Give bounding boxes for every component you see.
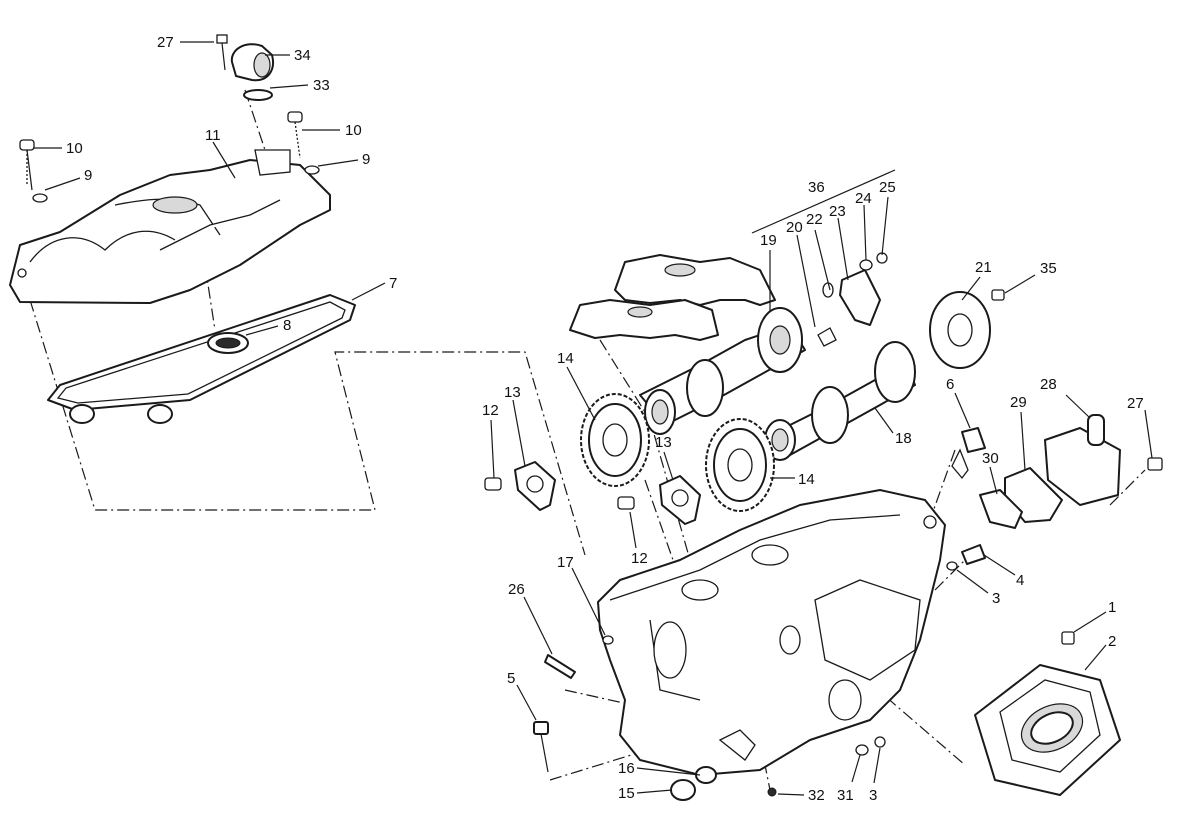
gear-retainers	[484, 461, 701, 525]
cylinder-head	[597, 489, 946, 776]
callout-14: 14	[557, 350, 574, 367]
variator-hub	[817, 252, 1005, 369]
callout-7: 7	[389, 275, 397, 292]
callout-16: 16	[618, 760, 635, 777]
callout-15: 15	[618, 785, 635, 802]
intake-flange	[974, 631, 1121, 796]
callout-26: 26	[508, 581, 525, 598]
callout-13: 13	[504, 384, 521, 401]
callout-28: 28	[1040, 376, 1057, 393]
valve-cover	[9, 149, 331, 304]
timing-gears	[580, 393, 775, 512]
camshaft-caps	[569, 254, 776, 341]
callout-6: 6	[946, 376, 954, 393]
callout-9: 9	[362, 151, 370, 168]
coolant-outlet	[979, 414, 1163, 529]
callout-34: 34	[294, 47, 311, 64]
callout-13: 13	[655, 434, 672, 451]
callout-17: 17	[557, 554, 574, 571]
leader-lines	[33, 41, 1153, 796]
callout-25: 25	[879, 179, 896, 196]
callout-36: 36	[808, 179, 825, 196]
callout-35: 35	[1040, 260, 1057, 277]
callout-21: 21	[975, 259, 992, 276]
callout-31: 31	[837, 787, 854, 804]
callout-14: 14	[798, 471, 815, 488]
cover-screws	[19, 111, 320, 203]
callout-27: 27	[1127, 395, 1144, 412]
callout-10: 10	[345, 122, 362, 139]
callout-12: 12	[631, 550, 648, 567]
spark-plug-seal	[207, 332, 249, 354]
callout-33: 33	[313, 77, 330, 94]
callout-1: 1	[1108, 599, 1116, 616]
camshafts	[639, 307, 916, 461]
callout-2: 2	[1108, 633, 1116, 650]
callout-24: 24	[855, 190, 872, 207]
valve-cover-gasket	[47, 294, 356, 424]
callout-27: 27	[157, 34, 174, 51]
callout-12: 12	[482, 402, 499, 419]
callout-20: 20	[786, 219, 803, 236]
callout-10: 10	[66, 140, 83, 157]
callout-5: 5	[507, 670, 515, 687]
callout-32: 32	[808, 787, 825, 804]
callout-11: 11	[205, 127, 221, 144]
breather-fitting	[216, 34, 274, 101]
callout-3: 3	[869, 787, 877, 804]
callout-8: 8	[283, 317, 291, 334]
callout-4: 4	[1016, 572, 1024, 589]
callout-22: 22	[806, 211, 823, 228]
callout-19: 19	[760, 232, 777, 249]
callout-23: 23	[829, 203, 846, 220]
callout-30: 30	[982, 450, 999, 467]
callout-3: 3	[992, 590, 1000, 607]
callout-18: 18	[895, 430, 912, 447]
callout-9: 9	[84, 167, 92, 184]
small-parts	[533, 427, 986, 801]
callout-29: 29	[1010, 394, 1027, 411]
callout-labels: 27 34 33 10 9 11 10 9 7 8 36 19 20 22 23…	[66, 34, 1144, 804]
